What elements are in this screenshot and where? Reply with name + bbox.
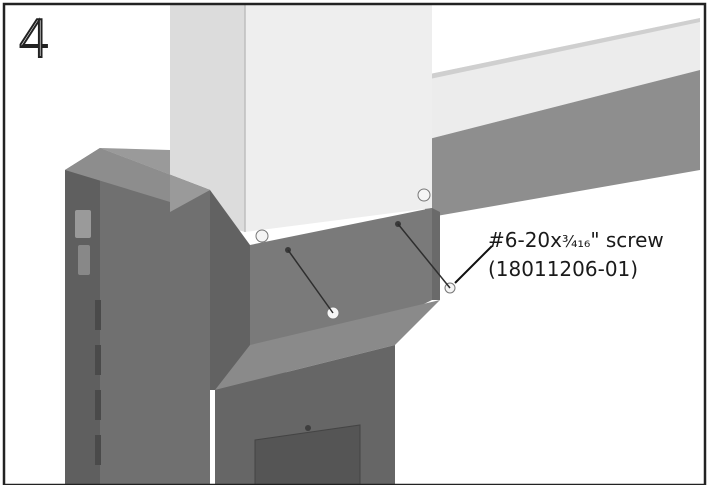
step-number: 4 — [17, 10, 52, 70]
screw-heads — [255, 188, 456, 320]
side-frame-panel — [65, 148, 210, 485]
part-number-label: (18011206-01) — [488, 257, 639, 281]
callout-leader-line — [454, 245, 493, 284]
screw-type: " screw — [590, 228, 664, 252]
screw-length-fraction: ¾₁₆ — [561, 232, 591, 251]
upright-column — [170, 3, 432, 232]
horizontal-beam — [425, 18, 700, 218]
screw-spec-label: #6-20x¾₁₆" screw — [488, 228, 664, 252]
access-panel — [254, 424, 361, 485]
screw-size: #6-20x — [488, 228, 562, 252]
